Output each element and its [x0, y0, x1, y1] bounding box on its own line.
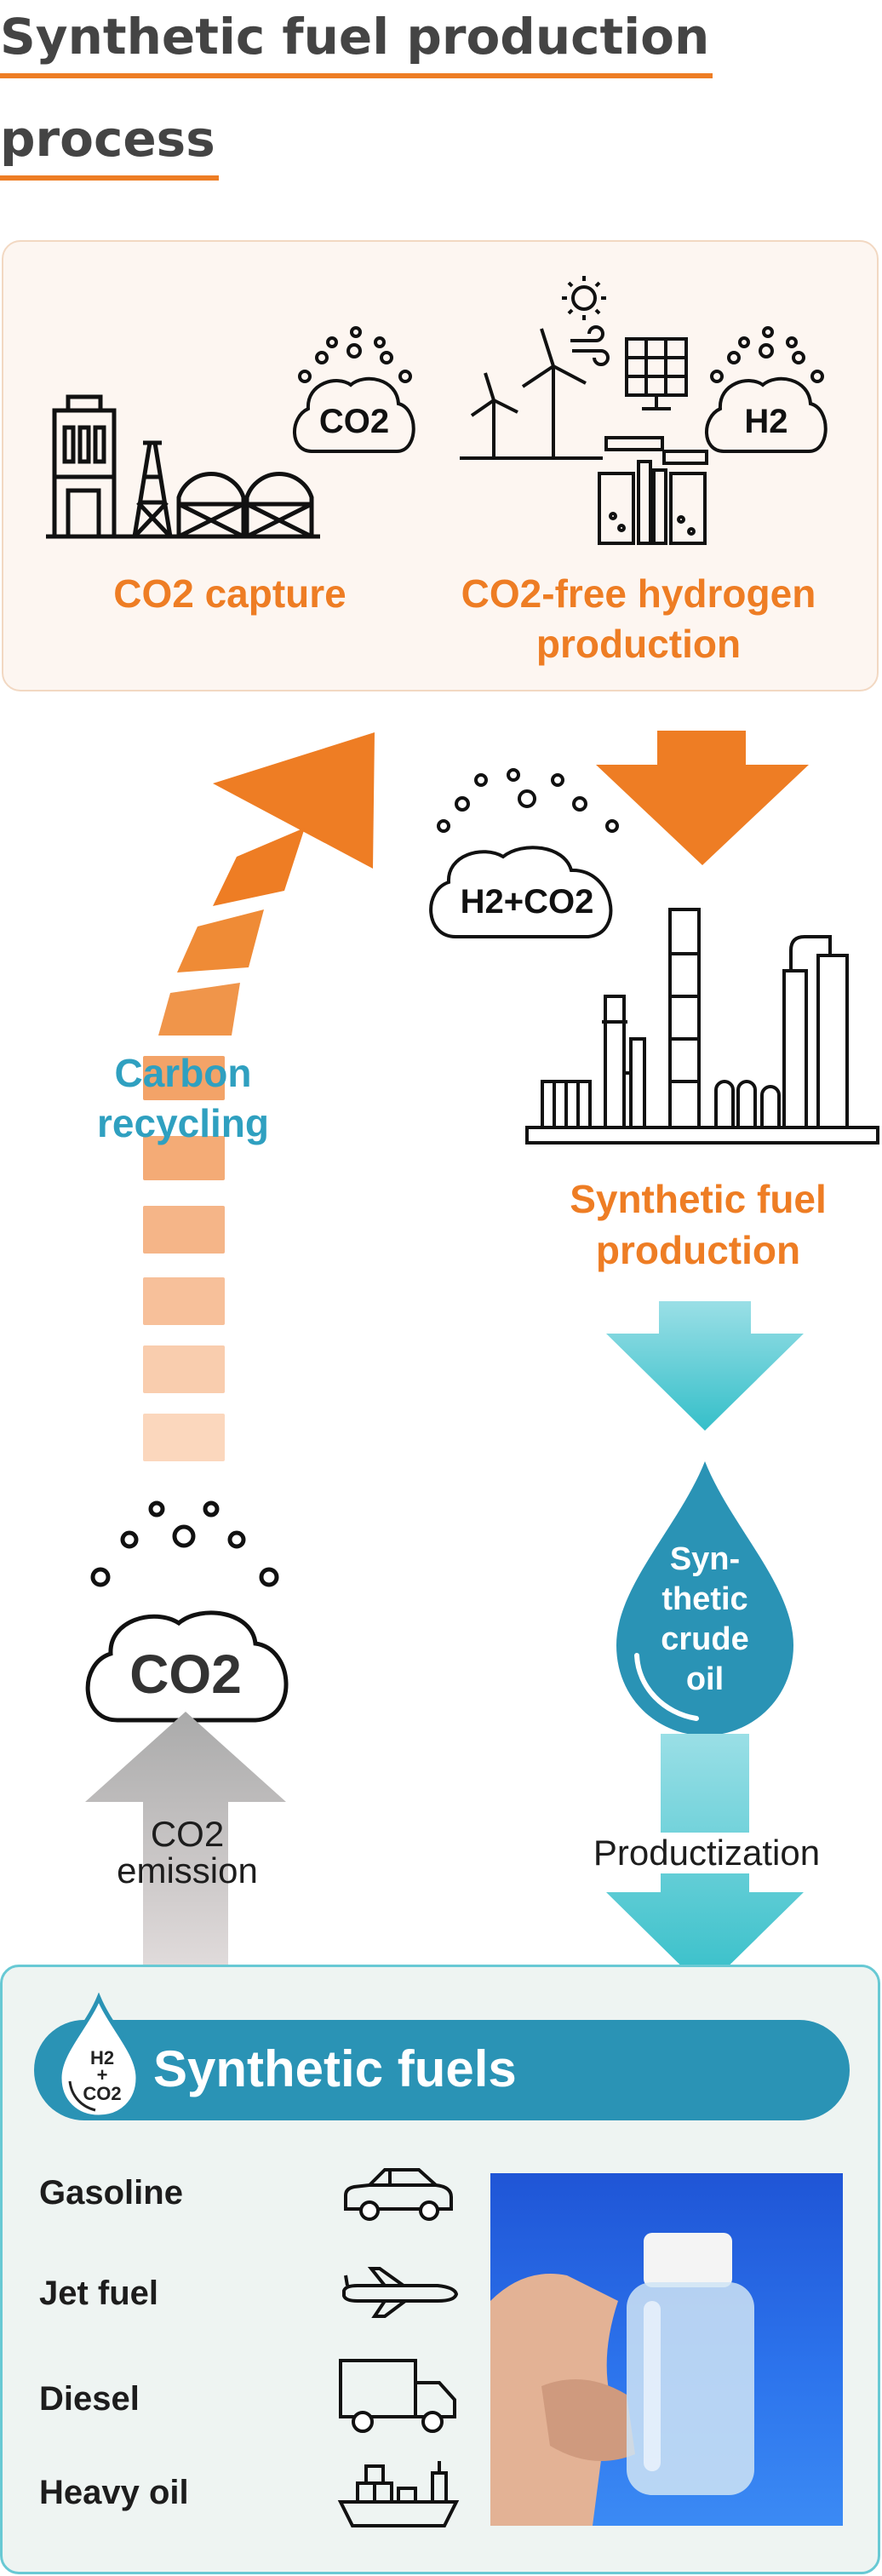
crude-oil-drop-text: Syn- thetic crude oil — [630, 1540, 780, 1700]
h2-bubble-icon: H2 — [705, 326, 828, 453]
synthetic-fuels-banner — [34, 2020, 850, 2120]
page-title-line-2: process — [0, 102, 219, 181]
co2-emission-bubble-text: CO2 — [129, 1644, 242, 1705]
hand-holding-bottle-image — [490, 2233, 754, 2526]
car-icon — [344, 2168, 453, 2221]
fuel-bottle-photo — [490, 2173, 843, 2526]
teal-down-arrow — [606, 1301, 804, 1431]
airplane-icon — [342, 2267, 459, 2318]
recycling-dash — [143, 1056, 225, 1100]
crude-oil-text-line: oil — [685, 1661, 724, 1697]
orange-down-arrow — [596, 731, 809, 865]
fuel-drop-text: H2 — [90, 2047, 114, 2068]
ship-icon — [337, 2461, 460, 2527]
h2-bubble-text: H2 — [744, 403, 788, 440]
recycling-dash — [143, 1206, 225, 1254]
fuel-jet-fuel-label: Jet fuel — [39, 2275, 159, 2312]
recycling-dash — [143, 1414, 225, 1461]
synthetic-fuels-title: Synthetic fuels — [153, 2040, 517, 2097]
co2-emission-label-line-2: emission — [117, 1850, 258, 1890]
co2-bubble-text: CO2 — [319, 403, 389, 440]
fuel-gasoline-label: Gasoline — [39, 2174, 183, 2212]
fuel-drop-text: + — [97, 2064, 108, 2085]
h2-co2-bubble-icon: H2+CO2 — [429, 768, 619, 938]
synthetic-fuel-production-label-line-1: Synthetic fuel — [570, 1177, 827, 1221]
hydrogen-production-icon — [460, 276, 708, 545]
co2-capture-label: CO2 capture — [113, 571, 346, 616]
refinery-icon — [525, 908, 879, 1145]
carbon-recycling-label-line-2: recycling — [97, 1101, 269, 1145]
h2-co2-bubble-text: H2+CO2 — [461, 883, 594, 921]
co2-bubble-icon: CO2 — [293, 326, 415, 453]
crude-oil-text-line: Syn- — [669, 1541, 741, 1577]
page-title-line-1: Synthetic fuel production — [0, 0, 713, 78]
crude-oil-drop-icon — [616, 1461, 793, 1736]
carbon-recycling-label-line-1: Carbon — [114, 1051, 252, 1095]
co2-capture-plant-icon — [46, 394, 320, 539]
hydrogen-label-line-1: CO2-free hydrogen — [461, 571, 816, 616]
hydrogen-label-line-2: production — [536, 622, 742, 666]
truck-icon — [339, 2359, 456, 2433]
recycling-dash — [143, 1277, 225, 1325]
co2-emission-label-line-1: CO2 — [150, 1814, 225, 1854]
carbon-recycling-arrow — [158, 732, 375, 1036]
productization-label: Productization — [545, 1833, 868, 1873]
crude-oil-text-line: thetic — [662, 1581, 748, 1617]
fuel-diesel-label: Diesel — [39, 2380, 140, 2418]
fuel-heavy-oil-label: Heavy oil — [39, 2474, 189, 2511]
co2-emission-bubble-icon: CO2 — [85, 1500, 289, 1723]
co2-emission-arrow — [85, 1712, 286, 1993]
crude-oil-text-line: crude — [661, 1621, 749, 1657]
recycling-dash — [143, 1136, 225, 1180]
fuel-drop-icon: H2 + CO2 — [57, 1993, 140, 2120]
synthetic-fuel-production-label-line-2: production — [595, 1228, 801, 1272]
recycling-dash — [143, 1345, 225, 1393]
fuel-drop-text: CO2 — [83, 2083, 121, 2104]
